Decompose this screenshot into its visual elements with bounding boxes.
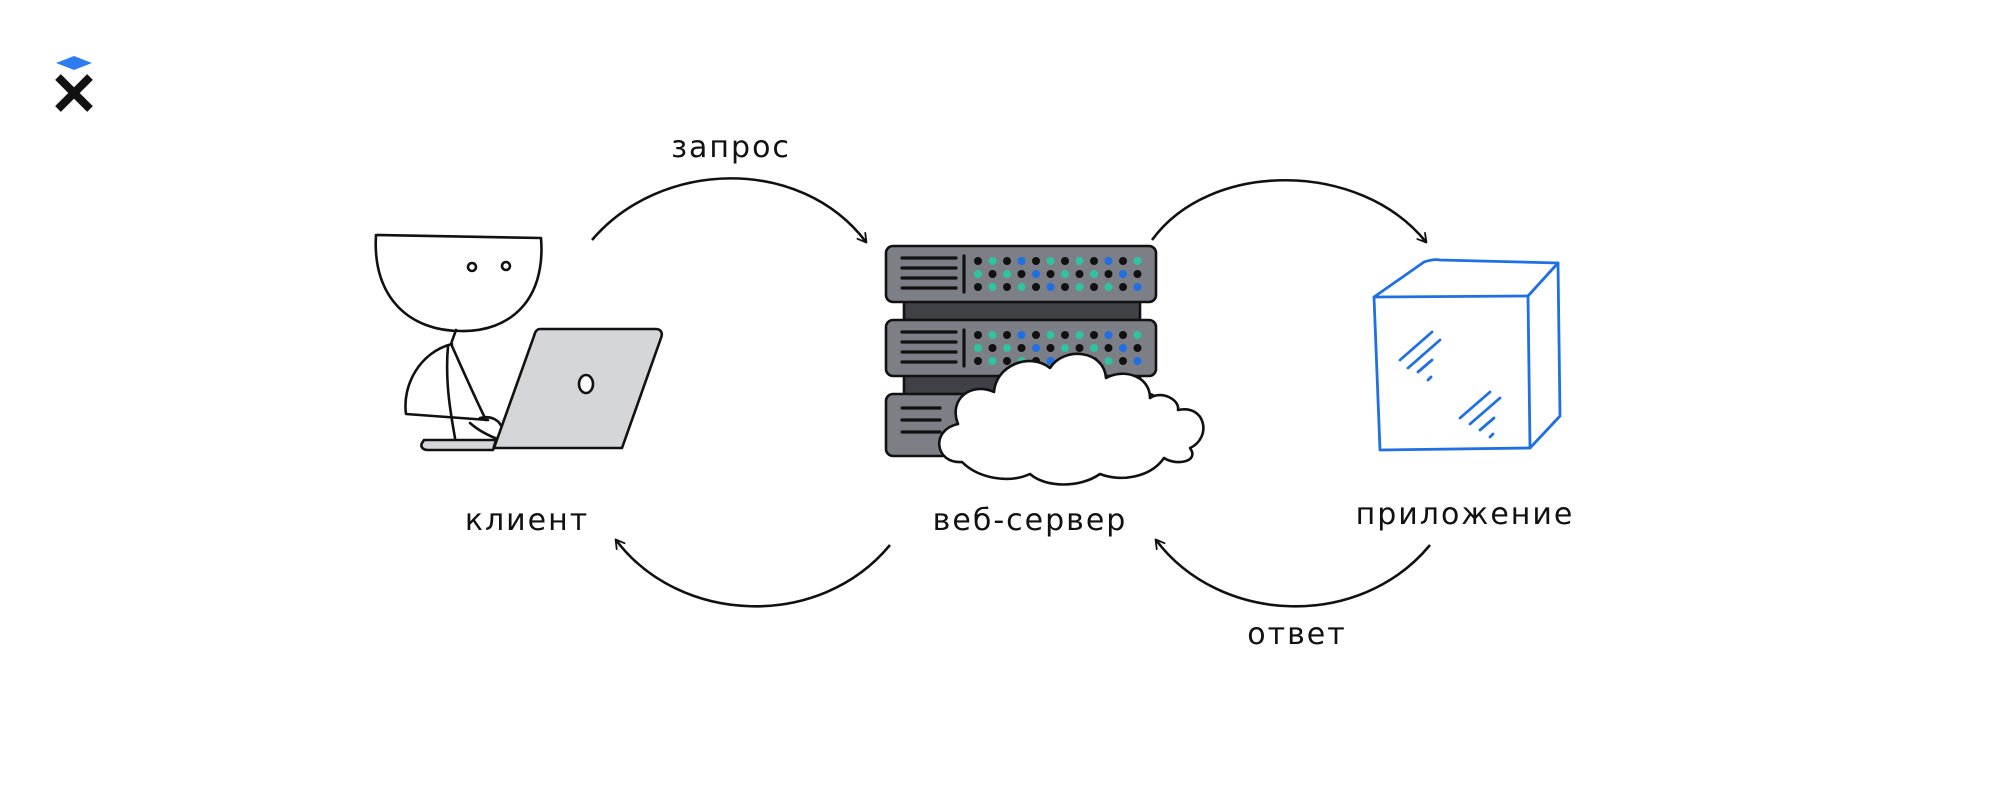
server-led [1046,257,1055,265]
server-led [1090,270,1098,278]
server-led [1003,331,1011,339]
server-led [974,357,982,365]
server-led [1032,270,1040,278]
server-led [1119,283,1127,291]
server-led [1061,344,1069,352]
server-led [1104,344,1113,352]
server-led [1017,257,1026,265]
label-response: ответ [1247,617,1347,652]
server-led [1003,344,1011,352]
server-led [1090,257,1098,265]
label-web-server: веб-сервер [932,503,1128,538]
server-led [974,331,982,339]
server-led [1104,257,1113,265]
arrow-server-to-client [614,538,892,608]
server-led [1133,344,1142,352]
server-led [1119,344,1127,352]
server-led [1046,331,1055,339]
label-request: запрос [671,130,791,165]
cloud-icon [938,352,1205,486]
server-led [974,257,982,265]
server-led [988,331,997,339]
server-led [1003,257,1011,265]
server-led [988,270,997,278]
server-led [1017,270,1026,278]
server-led [1075,331,1084,339]
server-led [1046,270,1055,278]
logo-icon [55,56,93,112]
server-led [1003,283,1011,291]
label-client: клиент [464,503,590,538]
server-led [1017,283,1026,291]
server-led [974,344,982,352]
server-led [1032,344,1040,352]
server-led [1133,331,1142,339]
server-led [974,283,982,291]
server-led [1061,257,1069,265]
server-led [1133,357,1142,365]
server-led [1104,357,1113,365]
server-led [1119,331,1127,339]
server-led [1017,331,1026,339]
server-led [988,344,997,352]
arrow-app-to-server [1154,538,1432,608]
server-led [1032,257,1040,265]
arrow-server-to-app [1150,179,1428,244]
arrow-client-to-server [591,177,868,244]
server-led [1133,283,1142,291]
server-led [1075,257,1084,265]
server-led [1104,283,1113,291]
server-led [1032,331,1040,339]
laptop-icon [420,327,664,452]
server-led [1003,357,1011,365]
server-led [1090,283,1098,291]
server-led [1061,270,1069,278]
server-led [988,283,997,291]
server-led [974,270,982,278]
label-application: приложение [1355,497,1575,532]
server-led [1133,257,1142,265]
server-led [1090,331,1098,339]
server-led [1133,270,1142,278]
server-led [1104,331,1113,339]
server-led [1061,331,1069,339]
server-led [1046,283,1055,291]
server-led [1032,283,1040,291]
server-led [1061,283,1069,291]
server-led [1090,344,1098,352]
server-led [1119,270,1127,278]
server-led [988,257,997,265]
server-led [1046,344,1055,352]
server-led [1075,344,1084,352]
server-led [1119,357,1127,365]
server-led [1075,283,1084,291]
server-led [1003,270,1011,278]
application-box-icon [1372,258,1562,452]
server-led [988,357,997,365]
server-led [1075,270,1084,278]
server-led [1017,344,1026,352]
server-led [1119,257,1127,265]
server-led [1104,270,1113,278]
